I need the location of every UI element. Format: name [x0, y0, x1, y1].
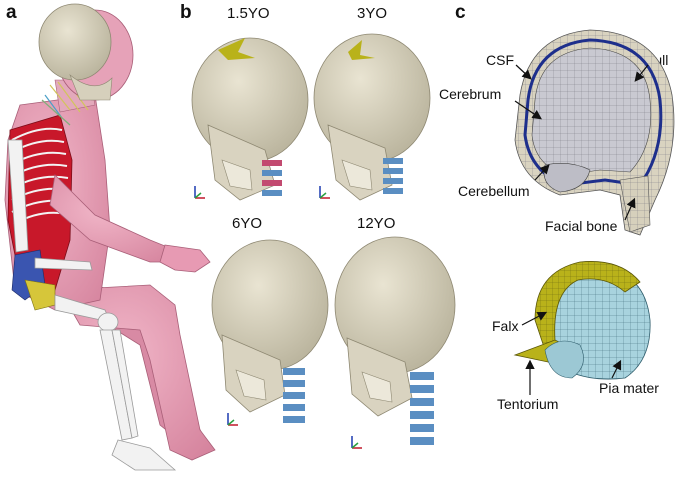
head-model-1-5yo — [191, 37, 309, 201]
age-label-1-5yo: 1.5YO — [227, 5, 270, 22]
panel-b-letter: b — [180, 2, 192, 23]
head-section-mesh — [514, 29, 675, 236]
axis-triad-6yo — [227, 413, 238, 426]
label-tentorium: Tentorium — [497, 396, 559, 412]
label-falx: Falx — [492, 318, 519, 334]
panel-c-letter: c — [455, 2, 466, 23]
age-label-12yo: 12YO — [357, 215, 396, 232]
axis-triad-1-5yo — [194, 186, 205, 199]
axis-triad-3yo — [319, 186, 330, 199]
annotation-arrows — [514, 64, 649, 395]
cervical-spine-12yo — [410, 372, 434, 445]
label-pia-mater: Pia mater — [599, 380, 659, 396]
head-model-12yo — [334, 236, 456, 449]
axis-triad-12yo — [351, 436, 362, 449]
panel-a-letter: a — [6, 2, 17, 23]
head-model-3yo — [313, 33, 431, 201]
age-label-3yo: 3YO — [357, 5, 388, 22]
cervical-spine-1-5yo — [262, 160, 282, 196]
cervical-spine-6yo — [283, 368, 305, 423]
label-cerebellum: Cerebellum — [458, 183, 530, 199]
child-body-model — [4, 3, 216, 471]
age-label-6yo: 6YO — [232, 215, 263, 232]
label-csf: CSF — [486, 52, 514, 68]
label-facial-bone: Facial bone — [545, 218, 618, 234]
head-model-6yo — [211, 239, 329, 426]
leg-skeleton — [54, 294, 177, 471]
falx-tentorium-model — [513, 261, 651, 380]
label-cerebrum: Cerebrum — [439, 86, 502, 102]
cervical-spine-3yo — [383, 158, 403, 194]
